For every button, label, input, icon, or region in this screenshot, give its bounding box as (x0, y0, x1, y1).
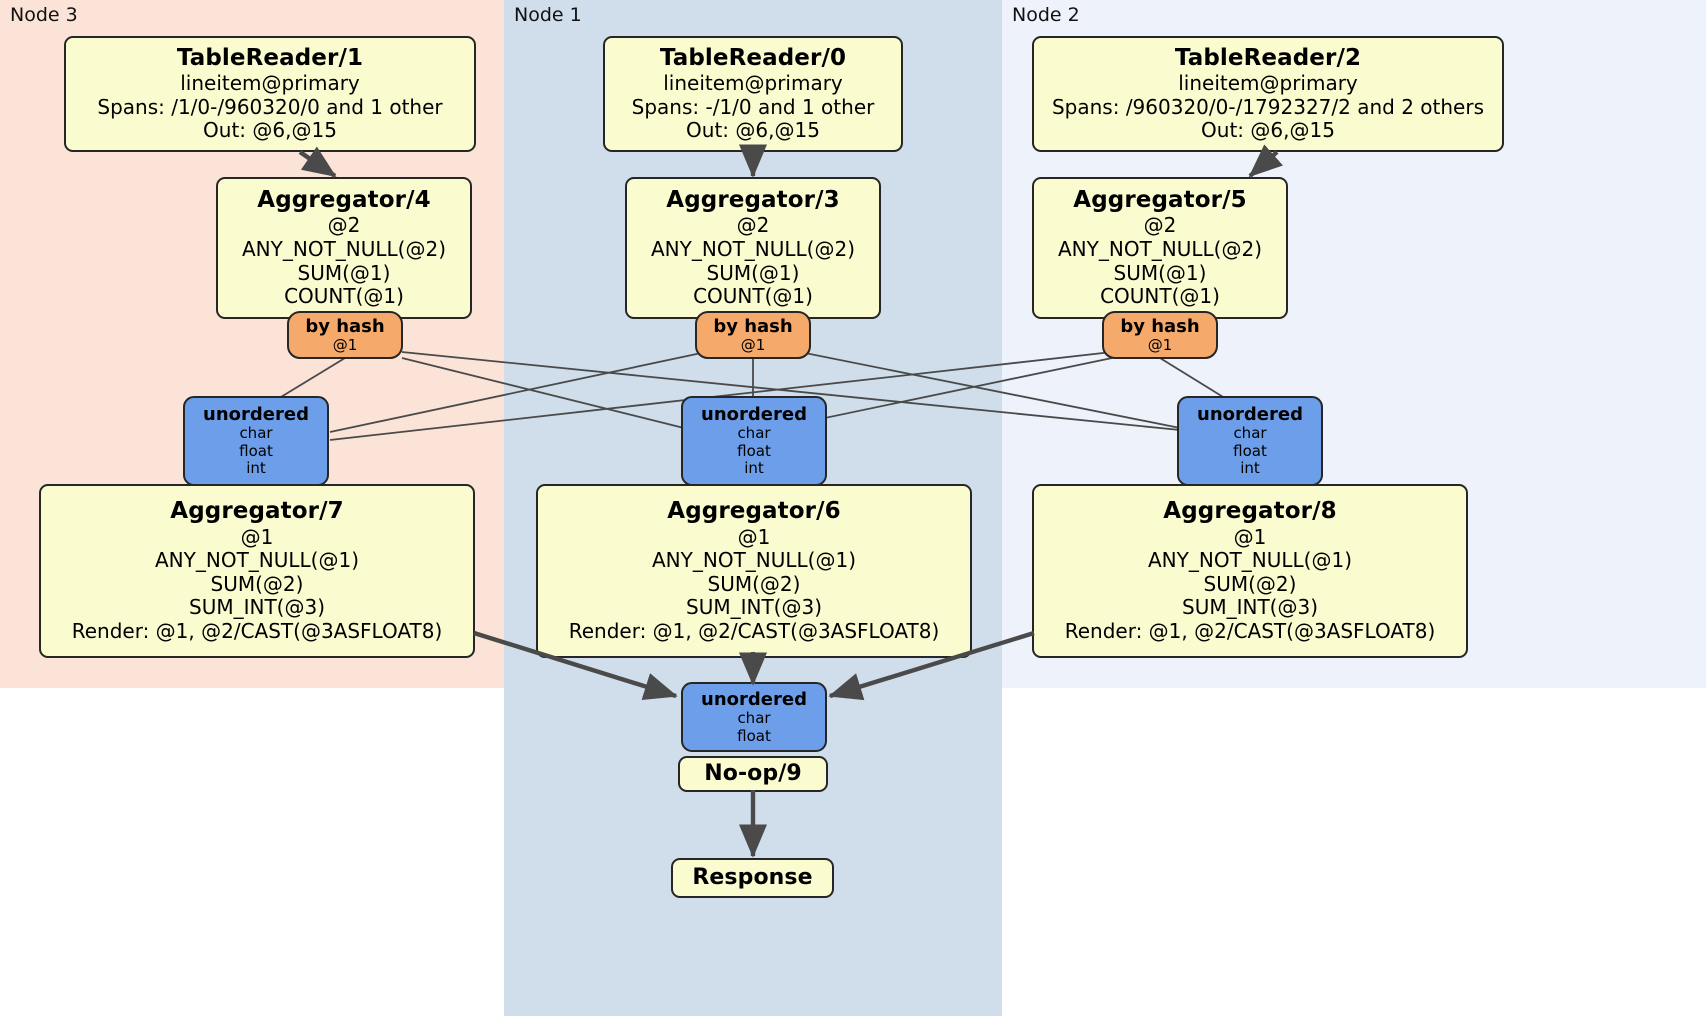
node-line: char (737, 424, 771, 443)
node-line: ANY_NOT_NULL(@1) (652, 548, 856, 573)
node-line: char (239, 424, 273, 443)
node-line: SUM(@2) (1203, 571, 1297, 596)
node-title: Aggregator/7 (170, 498, 344, 525)
node-line: SUM_INT(@3) (189, 595, 325, 620)
node-line: ANY_NOT_NULL(@1) (1148, 548, 1352, 573)
node-title: TableReader/1 (176, 45, 364, 72)
node-line: float (1233, 441, 1267, 460)
router-by-hash-left[interactable]: by hash @1 (287, 311, 403, 359)
synchronizer-unordered-right[interactable]: unordered char float int (1177, 396, 1323, 486)
node-title: Aggregator/3 (666, 187, 840, 214)
node-line: int (246, 459, 266, 478)
processor-aggregator-7[interactable]: Aggregator/7 @1 ANY_NOT_NULL(@1) SUM(@2)… (39, 484, 475, 658)
node-title: unordered (1197, 403, 1303, 425)
node-line: COUNT(@1) (693, 284, 813, 309)
synchronizer-unordered-final[interactable]: unordered char float (681, 682, 827, 752)
processor-aggregator-6[interactable]: Aggregator/6 @1 ANY_NOT_NULL(@1) SUM(@2)… (536, 484, 972, 658)
node-title: TableReader/2 (1174, 45, 1362, 72)
processor-no-op-9[interactable]: No-op/9 (678, 756, 828, 792)
node-line: SUM(@2) (210, 571, 304, 596)
node-line: COUNT(@1) (284, 284, 404, 309)
node-line: @1 (737, 524, 771, 549)
node-title: unordered (701, 688, 807, 710)
node-line: SUM(@1) (1113, 260, 1207, 285)
node-title: by hash (305, 315, 385, 337)
node-title: unordered (701, 403, 807, 425)
node-line: lineitem@primary (180, 71, 360, 96)
synchronizer-unordered-center[interactable]: unordered char float int (681, 396, 827, 486)
node-title: Aggregator/4 (257, 187, 431, 214)
node-line: Spans: -/1/0 and 1 other (631, 94, 875, 119)
node-title: by hash (1120, 315, 1200, 337)
node-line: @1 (240, 524, 274, 549)
node-line: char (737, 708, 771, 727)
node-line: lineitem@primary (1178, 71, 1358, 96)
processor-aggregator-5[interactable]: Aggregator/5 @2 ANY_NOT_NULL(@2) SUM(@1)… (1032, 177, 1288, 319)
synchronizer-unordered-left[interactable]: unordered char float int (183, 396, 329, 486)
node-line: float (239, 441, 273, 460)
node-line: lineitem@primary (663, 71, 843, 96)
node-title: Aggregator/6 (667, 498, 841, 525)
node-line: @1 (1233, 524, 1267, 549)
node-line: COUNT(@1) (1100, 284, 1220, 309)
node-line: SUM_INT(@3) (1182, 595, 1318, 620)
node-line: char (1233, 424, 1267, 443)
node-line: Out: @6,@15 (686, 118, 820, 143)
node-line: @2 (736, 213, 770, 238)
node-line: @2 (1143, 213, 1177, 238)
node-line: Spans: /960320/0-/1792327/2 and 2 others (1051, 94, 1484, 119)
node-line: int (744, 459, 764, 478)
node-line: @1 (1147, 335, 1173, 354)
node-title: TableReader/0 (659, 45, 847, 72)
node-line: Render: @1, @2/CAST(@3ASFLOAT8) (71, 618, 443, 643)
processor-tablereader-0[interactable]: TableReader/0 lineitem@primary Spans: -/… (603, 36, 903, 152)
node-line: ANY_NOT_NULL(@2) (242, 236, 446, 261)
processor-aggregator-3[interactable]: Aggregator/3 @2 ANY_NOT_NULL(@2) SUM(@1)… (625, 177, 881, 319)
node-line: Spans: /1/0-/960320/0 and 1 other (97, 94, 443, 119)
node-line: float (737, 726, 771, 745)
node-line: SUM(@1) (297, 260, 391, 285)
node-line: ANY_NOT_NULL(@2) (1058, 236, 1262, 261)
node-title: Aggregator/8 (1163, 498, 1337, 525)
node-line: Render: @1, @2/CAST(@3ASFLOAT8) (568, 618, 940, 643)
node-panel-label-node-1: Node 1 (514, 4, 582, 26)
processor-response[interactable]: Response (671, 858, 834, 898)
node-title: by hash (713, 315, 793, 337)
processor-aggregator-4[interactable]: Aggregator/4 @2 ANY_NOT_NULL(@2) SUM(@1)… (216, 177, 472, 319)
node-line: SUM(@1) (706, 260, 800, 285)
node-line: ANY_NOT_NULL(@1) (155, 548, 359, 573)
node-line: @1 (332, 335, 358, 354)
node-title: Aggregator/5 (1073, 187, 1247, 214)
node-line: @2 (327, 213, 361, 238)
node-line: @1 (740, 335, 766, 354)
router-by-hash-right[interactable]: by hash @1 (1102, 311, 1218, 359)
node-line: ANY_NOT_NULL(@2) (651, 236, 855, 261)
node-title: No-op/9 (704, 761, 802, 787)
node-line: float (737, 441, 771, 460)
router-by-hash-center[interactable]: by hash @1 (695, 311, 811, 359)
processor-tablereader-1[interactable]: TableReader/1 lineitem@primary Spans: /1… (64, 36, 476, 152)
node-title: unordered (203, 403, 309, 425)
node-line: SUM_INT(@3) (686, 595, 822, 620)
node-panel-label-node-2: Node 2 (1012, 4, 1080, 26)
processor-aggregator-8[interactable]: Aggregator/8 @1 ANY_NOT_NULL(@1) SUM(@2)… (1032, 484, 1468, 658)
node-line: Out: @6,@15 (203, 118, 337, 143)
node-panel-label-node-3: Node 3 (10, 4, 78, 26)
node-line: SUM(@2) (707, 571, 801, 596)
node-line: Render: @1, @2/CAST(@3ASFLOAT8) (1064, 618, 1436, 643)
node-line: Out: @6,@15 (1201, 118, 1335, 143)
node-line: int (1240, 459, 1260, 478)
processor-tablereader-2[interactable]: TableReader/2 lineitem@primary Spans: /9… (1032, 36, 1504, 152)
node-title: Response (692, 865, 813, 891)
